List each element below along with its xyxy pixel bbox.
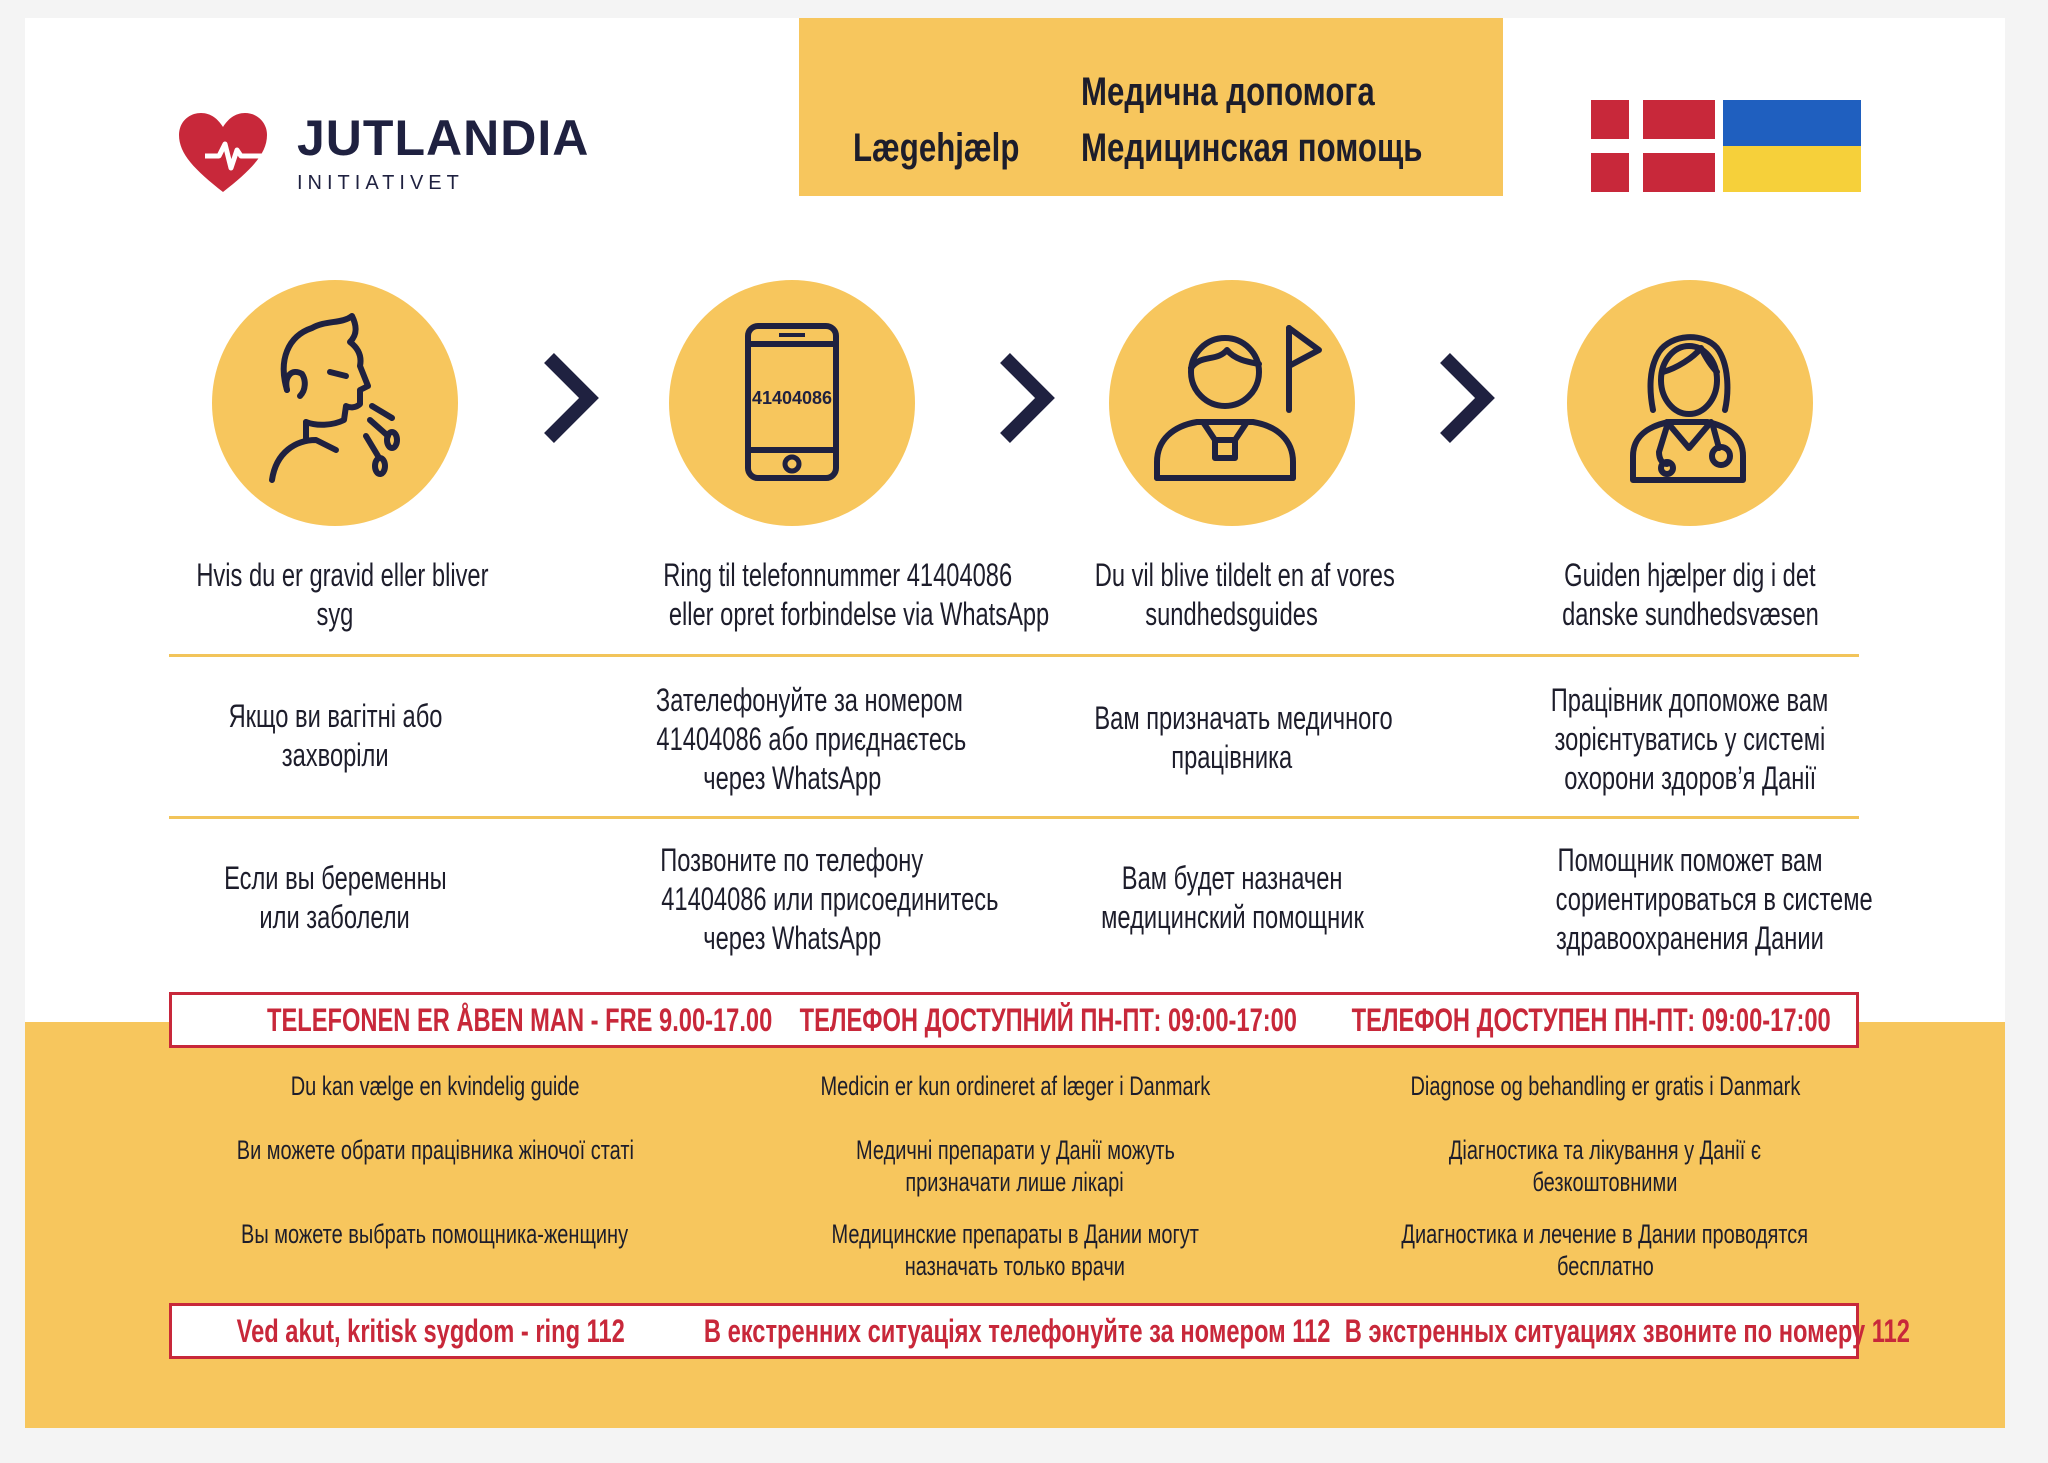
step-2-circle: 41404086 xyxy=(669,280,915,526)
phone-hours-danish: TELEFONEN ER ÅBEN MAN - FRE 9.00-17.00 xyxy=(267,1002,773,1038)
title-russian: Медицинская помощь xyxy=(1081,126,1423,170)
info-3-russian: Диагностика и лечение в Дании проводятся… xyxy=(1401,1219,1809,1281)
divider xyxy=(169,654,1859,657)
logo-subtitle: INITIATIVET xyxy=(297,171,464,194)
chevron-right-icon xyxy=(1440,353,1495,443)
logo: JUTLANDIA INITIATIVET xyxy=(175,110,589,196)
sick-person-icon xyxy=(269,313,400,483)
phone-hours-russian: ТЕЛЕФОН ДОСТУПЕН ПН-ПТ: 09:00-17:00 xyxy=(1351,1002,1831,1038)
info-band xyxy=(25,1022,2005,1428)
guide-person-icon xyxy=(1154,325,1322,481)
logo-name: JUTLANDIA xyxy=(297,109,590,166)
flags xyxy=(1591,100,1861,192)
title-box: Lægehjælp Медична допомога Медицинская п… xyxy=(799,18,1503,196)
divider xyxy=(169,816,1859,819)
title-ukrainian: Медична допомога xyxy=(1081,70,1375,114)
chevron-right-icon xyxy=(1000,353,1055,443)
phone-icon: 41404086 xyxy=(745,323,839,481)
phone-hours-box: TELEFONEN ER ÅBEN MAN - FRE 9.00-17.00 Т… xyxy=(169,992,1859,1048)
title-danish: Lægehjælp xyxy=(853,126,1020,170)
step-1-circle xyxy=(212,280,458,526)
emergency-danish: Ved akut, kritisk sygdom - ring 112 xyxy=(236,1313,625,1349)
info-2-danish: Medicin er kun ordineret af læger i Danm… xyxy=(820,1071,1210,1101)
emergency-ukrainian: В екстренних ситуаціях телефонуйте за но… xyxy=(703,1313,1331,1349)
phone-number-label: 41404086 xyxy=(752,388,832,408)
emergency-box: Ved akut, kritisk sygdom - ring 112 В ек… xyxy=(169,1303,1910,1359)
emergency-russian: В экстренных ситуациях звоните по номеру… xyxy=(1344,1313,1910,1349)
phone-hours-ukrainian: ТЕЛЕФОН ДОСТУПНИЙ ПН-ПТ: 09:00-17:00 xyxy=(799,1002,1297,1038)
poster: JUTLANDIA INITIATIVET Lægehjælp Медична … xyxy=(25,18,2005,1428)
info-1-ukrainian: Ви можете обрати працівника жіночої стат… xyxy=(236,1135,634,1165)
info-1-russian: Вы можете выбрать помощника-женщину xyxy=(241,1219,629,1249)
step-4-circle xyxy=(1567,280,1813,526)
chevron-right-icon xyxy=(544,353,599,443)
doctor-icon xyxy=(1630,334,1746,483)
info-3-danish: Diagnose og behandling er gratis i Danma… xyxy=(1410,1071,1800,1101)
heart-pulse-icon xyxy=(179,113,267,192)
info-1-danish: Du kan vælge en kvindelig guide xyxy=(290,1071,580,1101)
step-3-circle xyxy=(1109,280,1355,526)
denmark-flag-icon xyxy=(1591,100,1715,192)
ukraine-flag-icon xyxy=(1723,100,1861,192)
